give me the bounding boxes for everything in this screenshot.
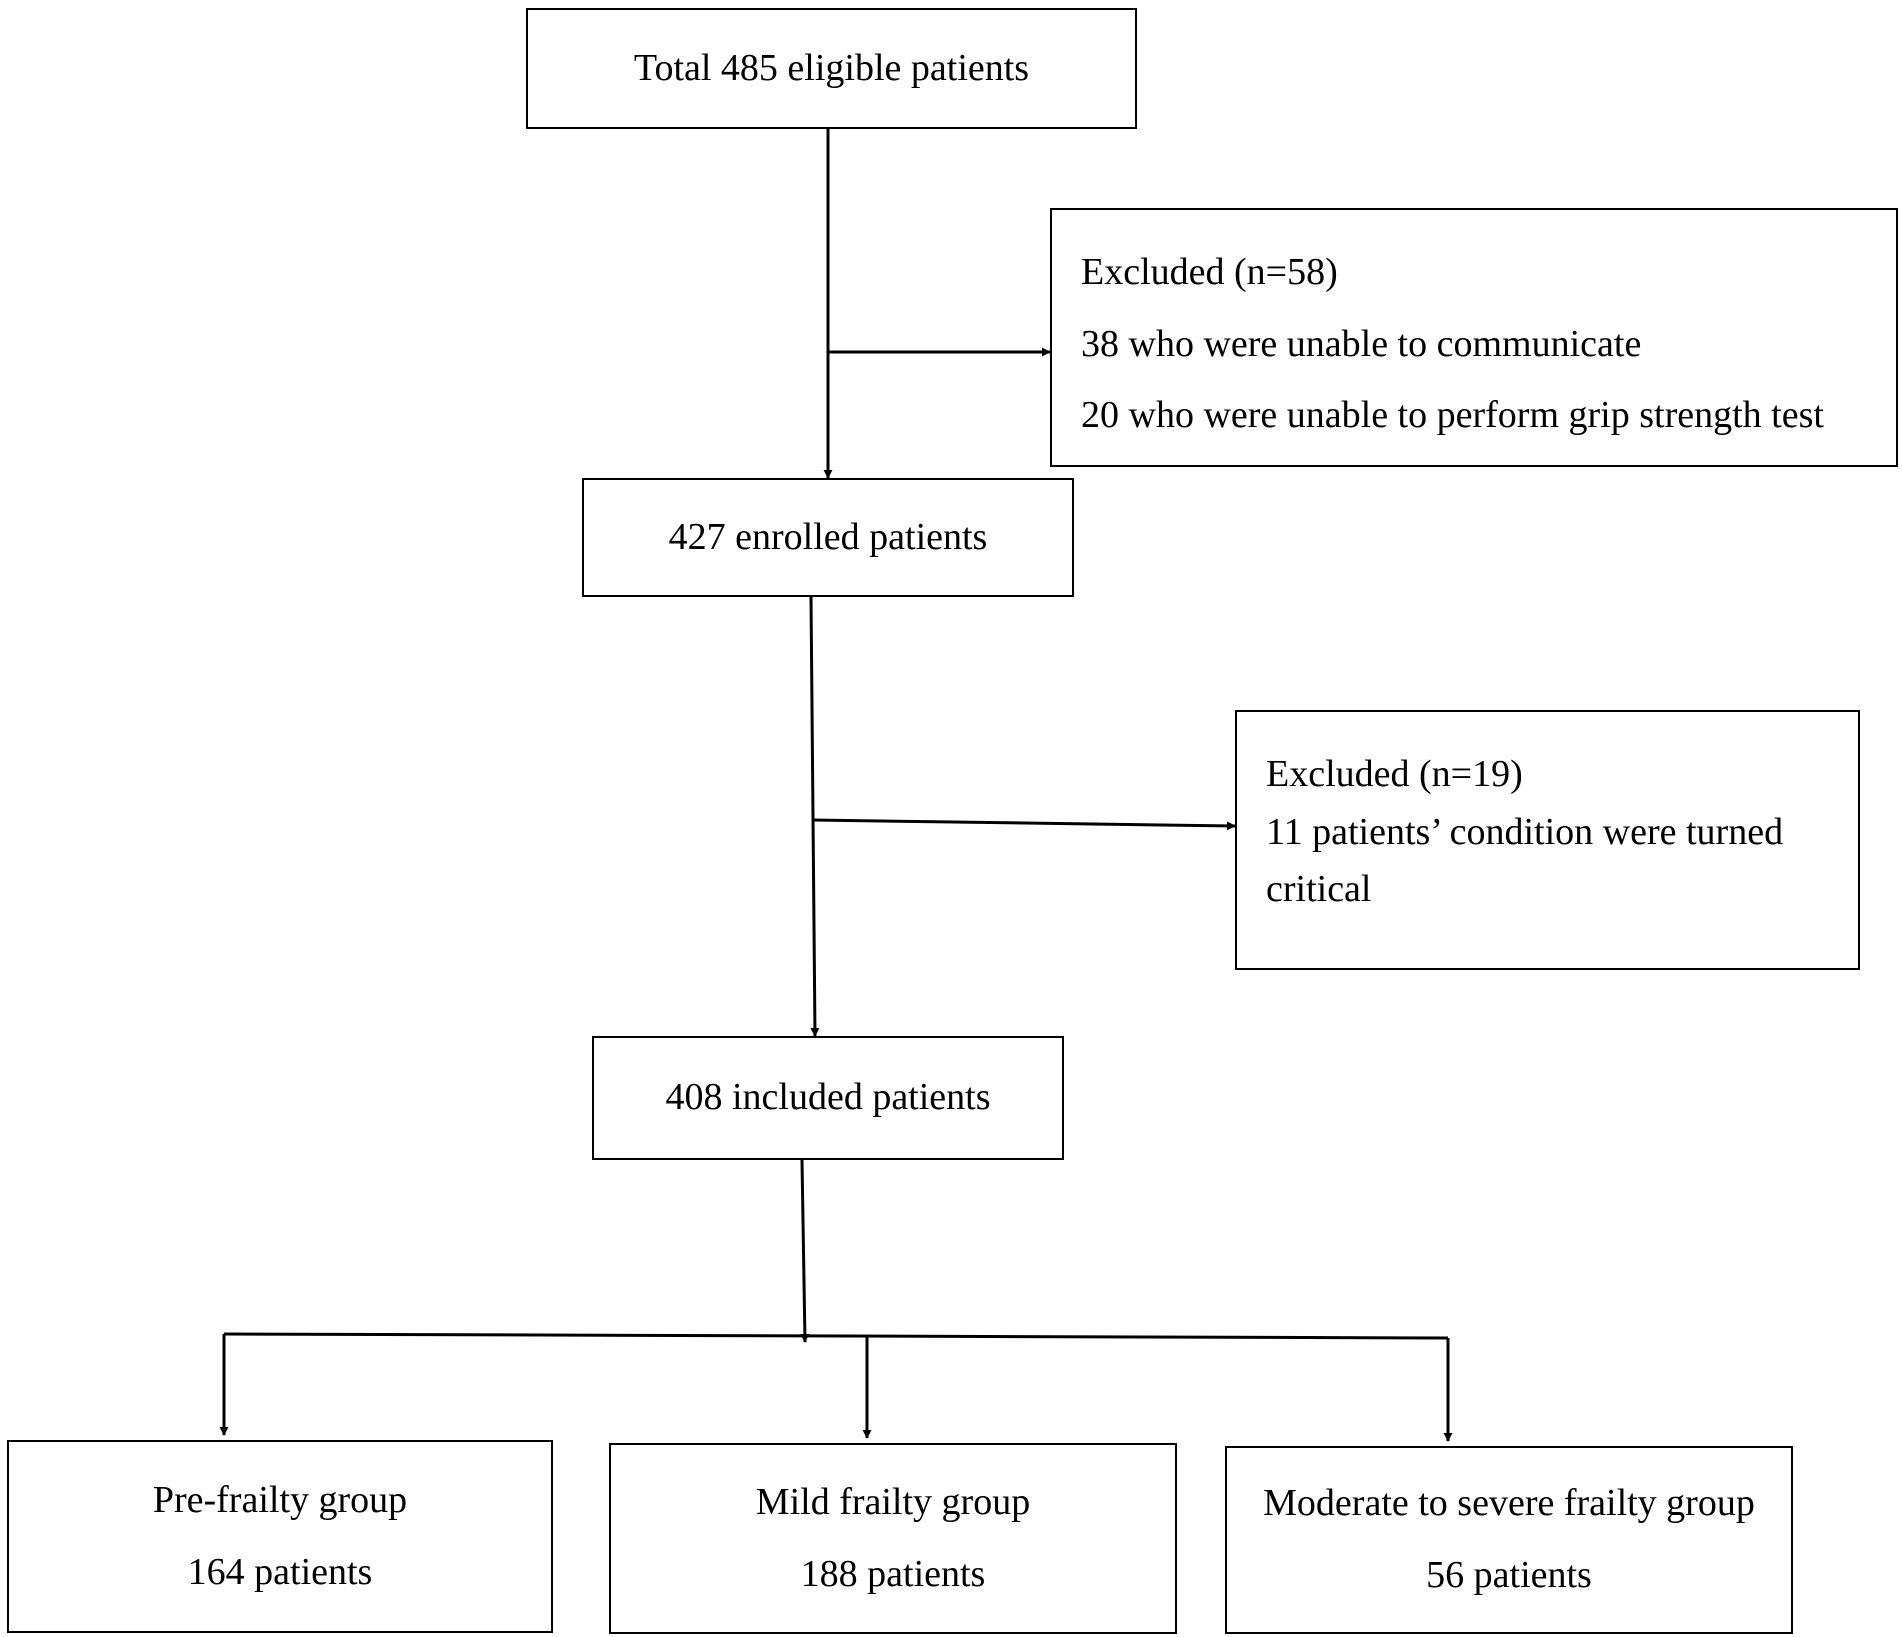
mild-frailty-group-count: 188 patients (800, 1552, 986, 1595)
arrow-included-to-split (800, 1159, 810, 1343)
moderate-severe-frailty-group-box: Moderate to severe frailty group 56 pati… (1225, 1446, 1793, 1634)
enrolled-label: 427 enrolled patients (668, 515, 988, 558)
enrolled-box: 427 enrolled patients (582, 478, 1074, 597)
arrow-to-excluded-2 (811, 818, 1236, 831)
excluded-box-1: Excluded (n=58) 38 who were unable to co… (1050, 208, 1898, 467)
pre-frailty-group-box: Pre-frailty group 164 patients (7, 1440, 553, 1633)
excluded-1-title: Excluded (n=58) (1081, 251, 1338, 293)
excluded-1-reason-2: 20 who were unable to perform grip stren… (1081, 394, 1824, 437)
included-label: 408 included patients (665, 1076, 991, 1119)
excluded-2-title: Excluded (n=19) (1266, 753, 1523, 795)
pre-frailty-group-count: 164 patients (187, 1550, 373, 1593)
mild-frailty-group-box: Mild frailty group 188 patients (609, 1443, 1177, 1634)
mild-frailty-group-name: Mild frailty group (755, 1480, 1031, 1523)
excluded-box-2: Excluded (n=19) 11 patients’ condition w… (1235, 710, 1860, 970)
split-horizontal-line (223, 1332, 1449, 1340)
excluded-2-reason-line-2: critical (1266, 868, 1372, 911)
moderate-severe-frailty-group-count: 56 patients (1426, 1554, 1592, 1596)
total-eligible-label: Total 485 eligible patients (633, 46, 1030, 89)
included-box: 408 included patients (592, 1036, 1064, 1160)
moderate-severe-frailty-group-name: Moderate to severe frailty group (1263, 1482, 1755, 1525)
pre-frailty-group-name: Pre-frailty group (152, 1478, 408, 1521)
excluded-2-reason-line-1: 11 patients’ condition were turned (1266, 810, 1784, 853)
total-eligible-box: Total 485 eligible patients (526, 8, 1137, 129)
arrow-enrolled-to-included (809, 596, 820, 1037)
excluded-1-reason-1: 38 who were unable to communicate (1081, 322, 1642, 365)
